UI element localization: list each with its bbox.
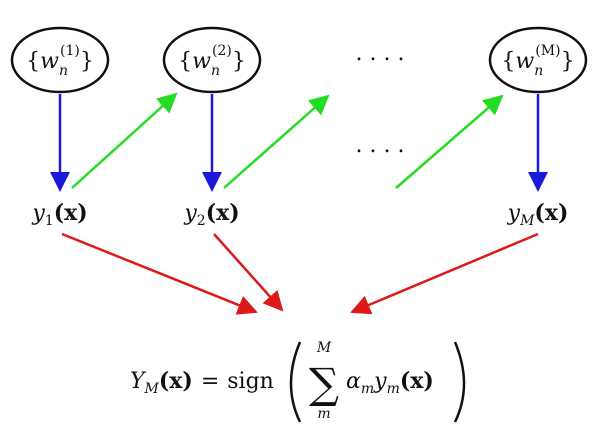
weight-2-open: { [178,49,192,74]
weight-m-open: { [501,49,515,74]
sum-upper: M [316,340,332,356]
weight-1-close: } [80,49,94,74]
final-equation: YM(x)=sign M ∑ m αmym(x) [130,340,466,423]
alpha-sub: m [361,381,374,397]
weight-2-close: } [232,49,246,74]
left-paren [289,341,302,423]
svg-text:{wn(M)}: {wn (M)} [501,43,574,79]
final-func: sign [227,369,274,394]
final-equals: = [201,369,219,394]
weight-m-base: w [515,49,534,74]
classifier-ym-arg: (x) [534,200,568,226]
classifier-y2-sub: 2 [197,213,206,229]
final-y: y [373,369,387,394]
classifier-ym-base: y [507,201,521,226]
classifier-ym: yM(x) [507,200,569,229]
arrow-ym-to-final [350,232,539,315]
classifier-ym-sub: M [519,213,535,229]
weight-node-m: {wn (M)} [488,26,588,94]
weight-m-sup: (M) [535,43,560,59]
classifier-y2: y2(x) [183,200,239,229]
classifier-y2-arg: (x) [206,200,240,226]
arrow-prev-to-weightm [395,94,504,189]
weight-2-base: w [192,49,211,74]
alpha: α [346,369,361,394]
weight-1-sub: n [59,63,68,79]
weight-2-sup: (2) [212,43,232,59]
weight-node-1: {wn (1)} [10,26,110,94]
final-y-arg: (x) [400,368,434,394]
weight-node-2: {wn (2)} [162,26,262,94]
arrow-y1-to-final [61,232,258,315]
arrow-y1-to-weight2 [71,92,178,189]
final-lhs-base: Y [130,369,147,394]
sum-lower: m [317,406,330,422]
final-lhs-sub: M [144,381,160,397]
svg-text:{wn(1)}: {wn (1)} [26,43,94,79]
svg-text:αmym(x): αmym(x) [346,368,434,397]
weight-1-sup: (1) [60,43,80,59]
weight-2-sub: n [211,63,220,79]
classifier-y1-sub: 1 [45,213,54,229]
weight-1-open: { [26,49,40,74]
classifier-y1: y1(x) [31,200,87,229]
classifier-y1-base: y [31,201,45,226]
classifier-y1-arg: (x) [54,200,88,226]
sum-symbol: ∑ [309,359,339,408]
weight-1-base: w [40,49,59,74]
ellipsis-middle: . . . . [356,133,405,158]
arrow-y2-to-final [213,233,284,312]
right-paren [453,341,466,423]
final-lhs-arg: (x) [159,368,193,394]
final-y-sub: m [387,381,400,397]
classifier-y2-base: y [183,201,197,226]
svg-text:{wn(2)}: {wn (2)} [178,43,246,79]
weight-m-close: } [561,49,575,74]
weight-m-sub: n [534,63,543,79]
svg-text:YM(x)=sign: YM(x) = sign [130,368,274,397]
ellipsis-top: . . . . [356,41,405,66]
arrow-y2-to-next [223,94,330,189]
